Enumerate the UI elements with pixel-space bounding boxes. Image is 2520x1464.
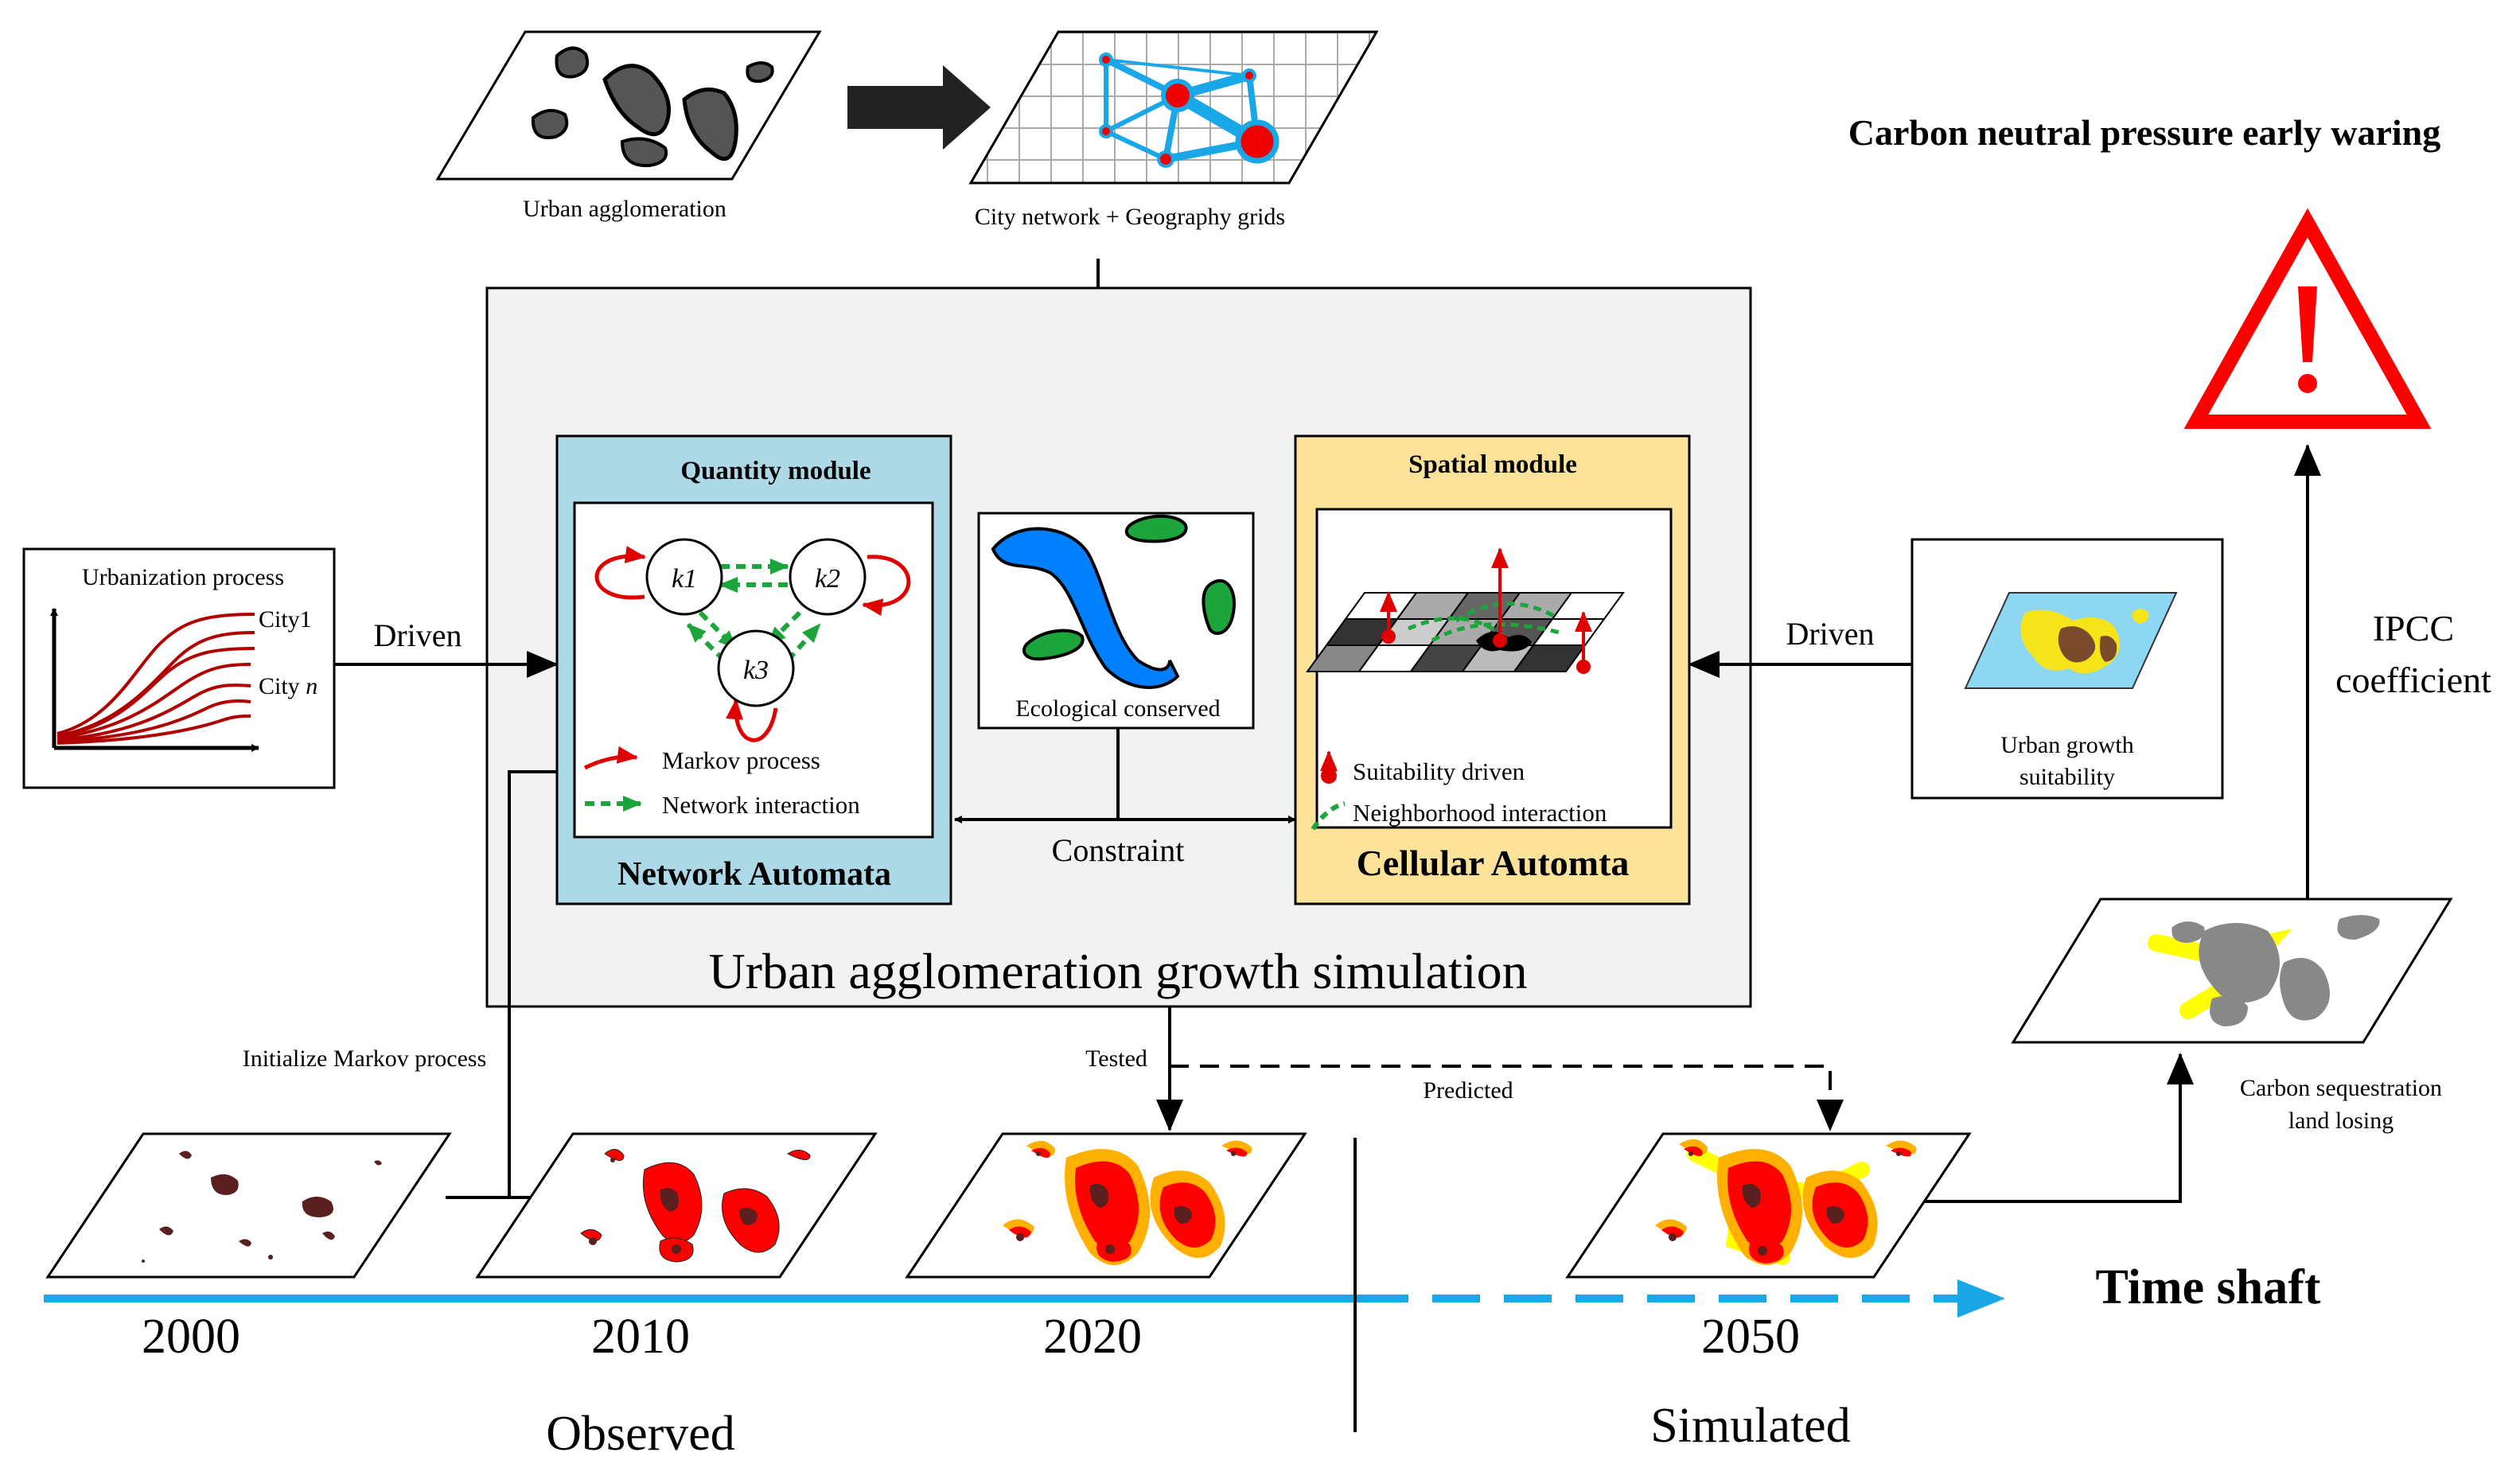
year-2020: 2020 <box>1043 1310 1142 1364</box>
simulation-title: Urban agglomeration growth simulation <box>708 943 1527 999</box>
legend-suitability-icon <box>1321 768 1337 784</box>
city1-label: City1 <box>259 606 312 633</box>
ecological-map <box>991 514 1236 689</box>
suitability-point <box>1381 629 1396 644</box>
ipcc-line1: IPCC <box>2373 608 2454 648</box>
suitability-line2: suitability <box>2020 764 2115 790</box>
node-k2: k2 <box>815 564 840 594</box>
suitability-point <box>1493 633 1507 648</box>
time-axis <box>44 1279 2005 1318</box>
left-driven-label: Driven <box>373 617 462 653</box>
carbon-line1: Carbon sequestration <box>2240 1075 2442 1101</box>
legend-suitability-label: Suitability driven <box>1353 757 1525 785</box>
carbon-sequestration-map <box>2011 897 2453 1044</box>
constraint-connector <box>954 728 1296 824</box>
suitability-line1: Urban growth <box>2000 732 2133 758</box>
legend-neighborhood-label: Neighborhood interaction <box>1353 799 1607 827</box>
legend-network-label: Network interaction <box>662 791 860 819</box>
urbanization-chart <box>50 608 259 752</box>
time-shaft-label: Time shaft <box>2095 1260 2320 1314</box>
year-2050: 2050 <box>1701 1310 1800 1364</box>
legend-markov-icon <box>583 746 638 770</box>
warning-triangle-icon <box>2183 208 2432 429</box>
constraint-label: Constraint <box>1052 832 1185 868</box>
suitability-map <box>1964 592 2178 689</box>
suitability-point <box>1576 660 1591 674</box>
right-driven-label: Driven <box>1786 616 1874 652</box>
node-k3: k3 <box>743 656 769 685</box>
urbanization-title: Urbanization process <box>82 564 284 590</box>
map-2010 <box>475 1132 878 1279</box>
observed-label: Observed <box>546 1407 735 1461</box>
quantity-header: Quantity module <box>680 457 871 485</box>
ipcc-line2: coefficient <box>2335 660 2491 700</box>
transform-arrow <box>847 65 991 150</box>
city-network-label: City network + Geography grids <box>975 204 1285 230</box>
tested-label: Tested <box>1085 1045 1147 1072</box>
map-2050 <box>1565 1132 1972 1279</box>
legend-markov-label: Markov process <box>662 746 820 774</box>
ecological-label: Ecological conserved <box>1015 695 1220 722</box>
network-automata-label: Network Automata <box>617 856 891 893</box>
node-k1: k1 <box>672 564 697 594</box>
warning-title: Carbon neutral pressure early waring <box>1848 112 2441 153</box>
grid-cell <box>1513 644 1587 672</box>
urban-agglomeration-map <box>435 30 822 181</box>
year-2010: 2010 <box>591 1310 690 1364</box>
predicted-label: Predicted <box>1423 1077 1513 1104</box>
cellular-automata-label: Cellular Automta <box>1357 843 1630 883</box>
year-2000: 2000 <box>142 1310 240 1364</box>
city-network-map <box>968 30 1379 185</box>
urban-agglomeration-label: Urban agglomeration <box>523 196 726 222</box>
cellular-grid <box>1306 547 1625 674</box>
markov-network-graph: k1 k2 k3 <box>594 538 911 742</box>
neighborhood-arc <box>1431 622 1560 643</box>
map-2020 <box>905 1132 1307 1279</box>
cityn-label: City n <box>259 673 317 699</box>
initialize-label: Initialize Markov process <box>243 1045 487 1072</box>
legend-neighborhood-icon <box>1311 801 1346 831</box>
map-2000 <box>45 1132 452 1279</box>
carbon-line2: land losing <box>2288 1108 2394 1134</box>
simulated-label: Simulated <box>1650 1399 1850 1453</box>
spatial-header: Spatial module <box>1408 450 1577 479</box>
